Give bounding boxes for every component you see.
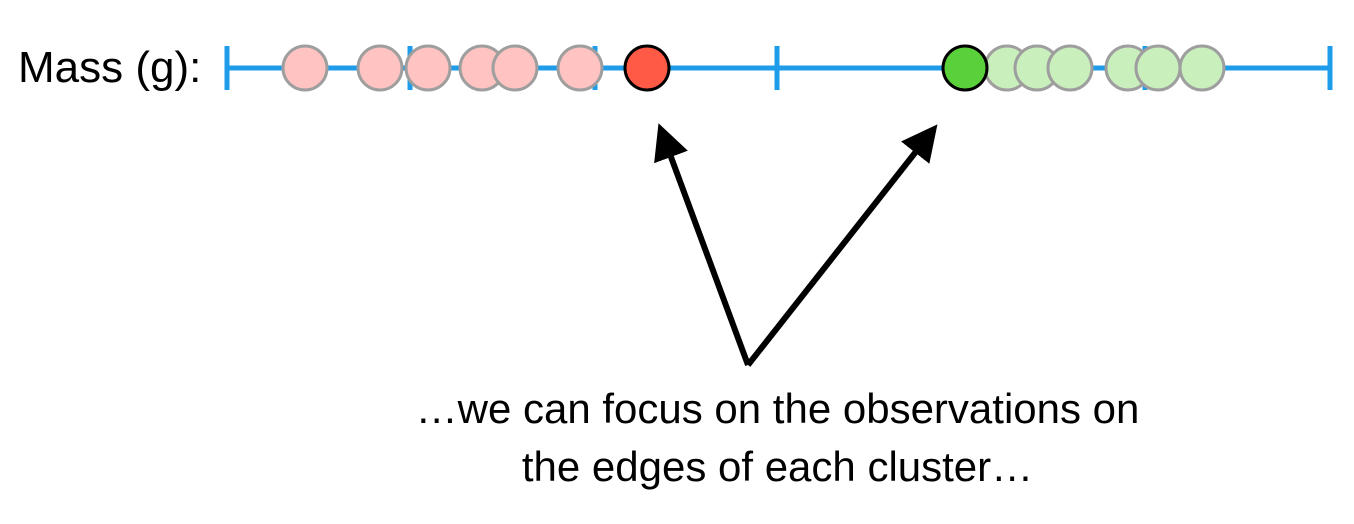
cluster-a-edge-point	[623, 44, 671, 92]
caption-line-2: the edges of each cluster…	[521, 443, 1034, 490]
cluster-a-point	[556, 44, 604, 92]
cluster-a-point	[491, 44, 539, 92]
arrow-to-red-edge	[654, 123, 751, 367]
caption-line-1: …we can focus on the observations on	[415, 385, 1140, 432]
observation-points	[281, 44, 1226, 92]
cluster-b-point	[1134, 44, 1182, 92]
caption: …we can focus on the observations on the…	[300, 380, 1255, 496]
cluster-b-point	[1178, 44, 1226, 92]
annotation-arrows	[654, 123, 938, 367]
cluster-a-point	[356, 44, 404, 92]
cluster-b-point	[1046, 44, 1094, 92]
cluster-a-point	[281, 44, 329, 92]
cluster-a-point	[404, 44, 452, 92]
axis-label: Mass (g):	[18, 43, 202, 92]
cluster-b-edge-point	[941, 44, 989, 92]
arrow-to-green-edge	[745, 124, 938, 367]
